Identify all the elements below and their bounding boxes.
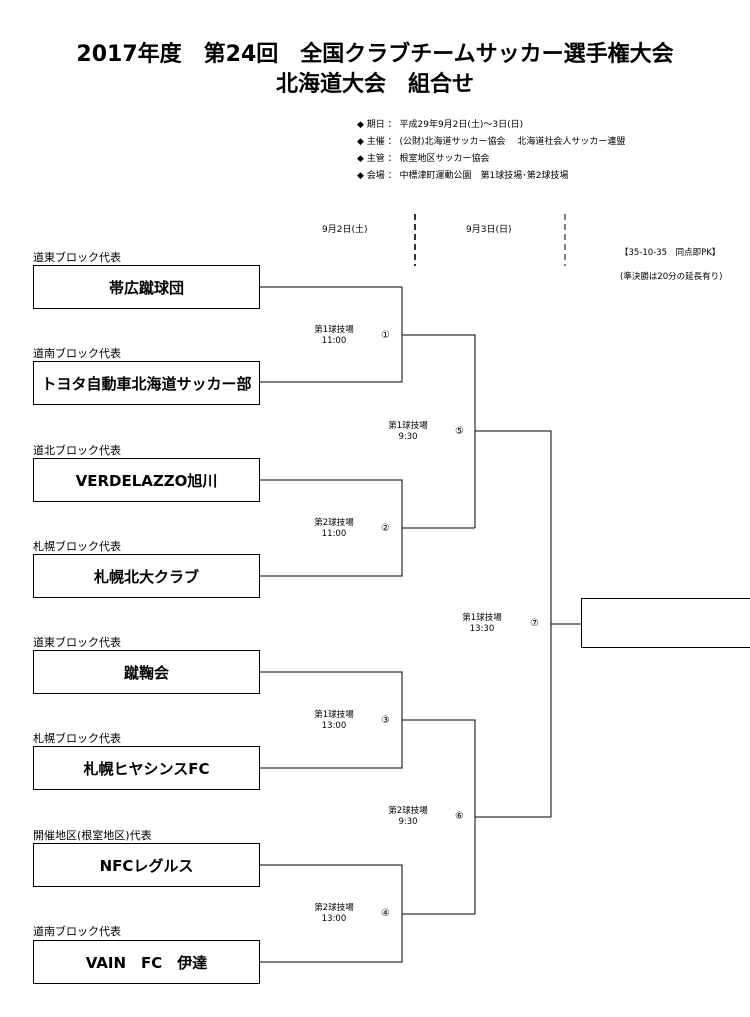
info-venue: ◆ 会場 ： 中標津町運動公園 第1球技場･第2球技場 xyxy=(357,171,569,181)
info-organizer: ◆ 主催 ： (公財)北海道サッカー協会 北海道社会人サッカー連盟 xyxy=(357,137,626,147)
match-2-number: ② xyxy=(381,523,390,534)
team-4-name: 札幌北大クラブ xyxy=(33,554,260,598)
match-5-number: ⑤ xyxy=(455,426,464,437)
team-2-name: トヨタ自動車北海道サッカー部 xyxy=(33,361,260,405)
team-1-block: 道東ブロック代表 xyxy=(33,251,121,264)
date-day2: 9月3日(日) xyxy=(466,225,512,235)
pk-rule-note: 【35-10-35 同点即PK】 xyxy=(620,248,721,258)
team-8-block: 道南ブロック代表 xyxy=(33,925,121,938)
info-dates: ◆ 期日 ： 平成29年9月2日(土)～3日(日) xyxy=(357,120,524,130)
team-7-block: 開催地区(根室地区)代表 xyxy=(33,829,152,842)
match-3-number: ③ xyxy=(381,715,390,726)
page-title: 2017年度 第24回 全国クラブチームサッカー選手権大会 xyxy=(76,42,674,67)
champion-box xyxy=(581,598,750,648)
team-3-name: VERDELAZZO旭川 xyxy=(33,458,260,502)
info-host: ◆ 主管 ： 根室地区サッカー協会 xyxy=(357,154,490,164)
match-6-number: ⑥ xyxy=(455,811,464,822)
team-6-block: 札幌ブロック代表 xyxy=(33,732,121,745)
team-1-name: 帯広蹴球団 xyxy=(33,265,260,309)
team-7-name: NFCレグルス xyxy=(33,843,260,887)
team-5-name: 蹴鞠会 xyxy=(33,650,260,694)
date-day1: 9月2日(土) xyxy=(322,225,368,235)
team-2-block: 道南ブロック代表 xyxy=(33,347,121,360)
extra-time-note: (準決勝は20分の延長有り) xyxy=(620,272,723,282)
match-1-number: ① xyxy=(381,330,390,341)
team-5-block: 道東ブロック代表 xyxy=(33,636,121,649)
team-6-name: 札幌ヒヤシンスFC xyxy=(33,746,260,790)
page-subtitle: 北海道大会 組合せ xyxy=(275,72,474,97)
team-4-block: 札幌ブロック代表 xyxy=(33,540,121,553)
match-7-number: ⑦ xyxy=(530,618,539,629)
team-8-name: VAIN FC 伊達 xyxy=(33,940,260,984)
team-3-block: 道北ブロック代表 xyxy=(33,444,121,457)
match-4-number: ④ xyxy=(381,908,390,919)
